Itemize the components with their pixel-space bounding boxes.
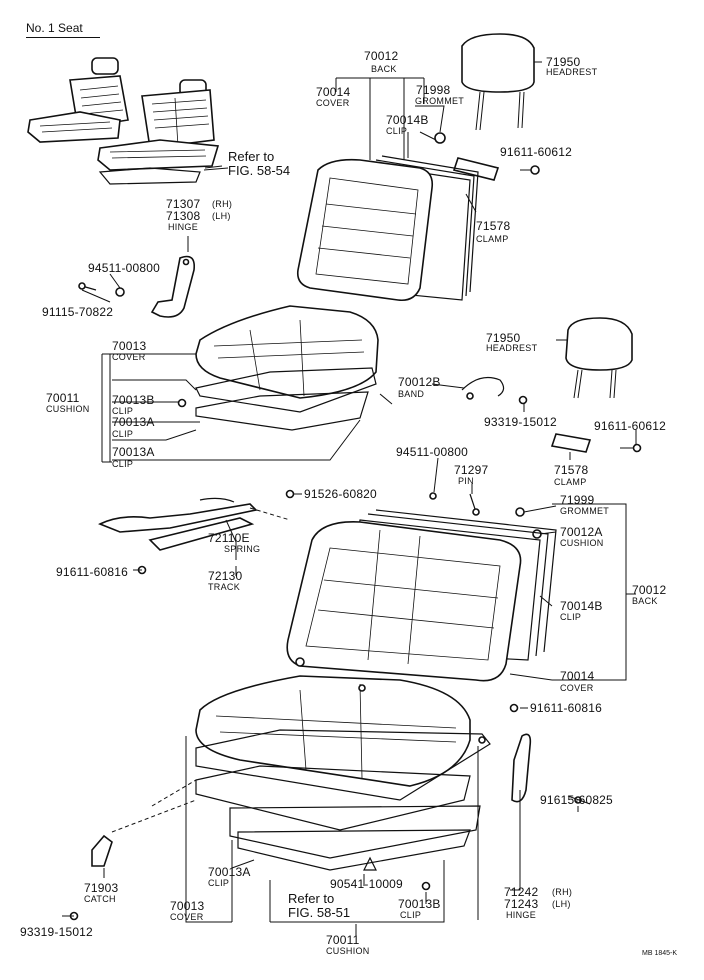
part-71998-name: GROMMET <box>415 96 465 106</box>
part-70012a: 70012A <box>560 525 603 539</box>
part-70013-bottom-name: COVER <box>170 912 204 922</box>
part-70013b-top: 70013B <box>112 393 155 407</box>
seat-track-illustration <box>98 489 295 575</box>
seat-back-top-illustration <box>296 155 479 302</box>
part-71903: 71903 <box>84 881 119 895</box>
part-72110e: 72110E <box>208 531 250 545</box>
part-70013a-1: 70013A <box>112 415 155 429</box>
part-70011-bottom: 70011 <box>326 933 360 947</box>
refer-to-label-1: Refer to <box>228 149 275 164</box>
part-71243: 71243 <box>504 897 539 911</box>
part-71998: 71998 <box>416 83 451 97</box>
headrest-mid-illustration <box>461 317 642 453</box>
part-71307: 71307 <box>166 197 201 211</box>
part-70013a-2: 70013A <box>112 445 155 459</box>
part-70014-right-name: COVER <box>560 683 594 693</box>
part-70014b-top: 70014B <box>386 113 429 127</box>
part-71308-side: (LH) <box>212 211 231 221</box>
part-70011-bottom-name: CUSHION <box>326 946 370 956</box>
part-91115-70822: 91115-70822 <box>42 305 114 319</box>
part-71242: 71242 <box>504 885 539 899</box>
part-71308: 71308 <box>166 209 201 223</box>
page-title: No. 1 Seat <box>26 21 83 35</box>
part-71999: 71999 <box>560 493 595 507</box>
part-70014-top-name: COVER <box>316 98 350 108</box>
part-hinge-top-name: HINGE <box>168 222 199 232</box>
part-93319-15012-bottom: 93319-15012 <box>20 925 93 939</box>
title-underline <box>26 37 100 38</box>
part-71578-top-name: CLAMP <box>476 234 509 244</box>
seat-cushion-bottom-illustration <box>195 657 491 891</box>
part-71903-name: CATCH <box>84 894 116 904</box>
part-71578-mid: 71578 <box>554 463 589 477</box>
part-70013b-top-name: CLIP <box>112 406 134 416</box>
part-91611-60612-mid: 91611-60612 <box>594 419 667 433</box>
part-91615-60825: 91615-60825 <box>540 793 613 807</box>
part-91611-60816-right: 91611-60816 <box>530 701 603 715</box>
part-70012-top-name: BACK <box>371 64 397 74</box>
part-91526-60820: 91526-60820 <box>304 487 377 501</box>
part-71578-mid-name: CLAMP <box>554 477 587 487</box>
part-91611-60816-left: 91611-60816 <box>56 565 129 579</box>
part-71950-top-name: HEADREST <box>546 67 598 77</box>
part-71307-side: (RH) <box>212 199 233 209</box>
part-72130-name: TRACK <box>208 582 241 592</box>
pin-grommet-illustration <box>429 492 542 539</box>
seat-back-bottom-illustration <box>286 509 557 682</box>
part-93319-15012-mid: 93319-15012 <box>484 415 557 429</box>
part-70014b-right: 70014B <box>560 599 603 613</box>
part-70013a-bottom-name: CLIP <box>208 878 230 888</box>
part-94511-00800-mid: 94511-00800 <box>396 445 469 459</box>
part-70014-top: 70014 <box>316 85 351 99</box>
diagram-code: MB 1845-K <box>642 950 678 957</box>
part-71242-side: (RH) <box>552 887 573 897</box>
part-hinge-bottom-name: HINGE <box>506 910 537 920</box>
part-71999-name: GROMMET <box>560 506 610 516</box>
part-70014-right: 70014 <box>560 669 595 683</box>
part-70013b-bottom: 70013B <box>398 897 441 911</box>
refer-to-fig-58-54: FIG. 58-54 <box>228 163 291 178</box>
part-70013a-bottom: 70013A <box>208 865 251 879</box>
part-72110e-name: SPRING <box>224 544 261 554</box>
part-72130: 72130 <box>208 569 243 583</box>
part-90541-10009: 90541-10009 <box>330 877 403 891</box>
part-70013a-1-name: CLIP <box>112 429 134 439</box>
part-71297-name: PIN <box>458 476 474 486</box>
part-70012a-name: CUSHION <box>560 538 604 548</box>
part-70013-name: COVER <box>112 352 146 362</box>
part-70012b-name: BAND <box>398 389 425 399</box>
part-70011-top-name: CUSHION <box>46 404 90 414</box>
part-71950-top: 71950 <box>546 55 581 69</box>
headrest-top-illustration <box>434 33 540 181</box>
hinge-bottom-illustration <box>62 703 591 921</box>
part-70013b-bottom-name: CLIP <box>400 910 422 920</box>
part-71950-mid: 71950 <box>486 331 521 345</box>
part-70014b-right-name: CLIP <box>560 612 582 622</box>
hinge-top-illustration <box>78 255 196 318</box>
part-70013: 70013 <box>112 339 147 353</box>
part-71578-top: 71578 <box>476 219 511 233</box>
part-70013-bottom: 70013 <box>170 899 205 913</box>
leader-lines <box>81 61 637 936</box>
part-70011-top: 70011 <box>46 391 80 405</box>
part-71297: 71297 <box>454 463 489 477</box>
part-91611-60612-top: 91611-60612 <box>500 145 573 159</box>
seat-cushion-top-illustration <box>177 305 393 431</box>
refer-to-fig-58-51: FIG. 58-51 <box>288 905 351 920</box>
part-70012b: 70012B <box>398 375 441 389</box>
seat-thumbnail-illustration <box>27 57 229 185</box>
part-70012-right-name: BACK <box>632 596 658 606</box>
part-94511-00800-top: 94511-00800 <box>88 261 161 275</box>
part-71950-mid-name: HEADREST <box>486 343 538 353</box>
refer-to-label-2: Refer to <box>288 891 335 906</box>
part-71243-side: (LH) <box>552 899 571 909</box>
part-70013a-2-name: CLIP <box>112 459 134 469</box>
part-70014b-top-name: CLIP <box>386 126 408 136</box>
part-70012-right: 70012 <box>632 583 667 597</box>
part-70012-top: 70012 <box>364 49 399 63</box>
